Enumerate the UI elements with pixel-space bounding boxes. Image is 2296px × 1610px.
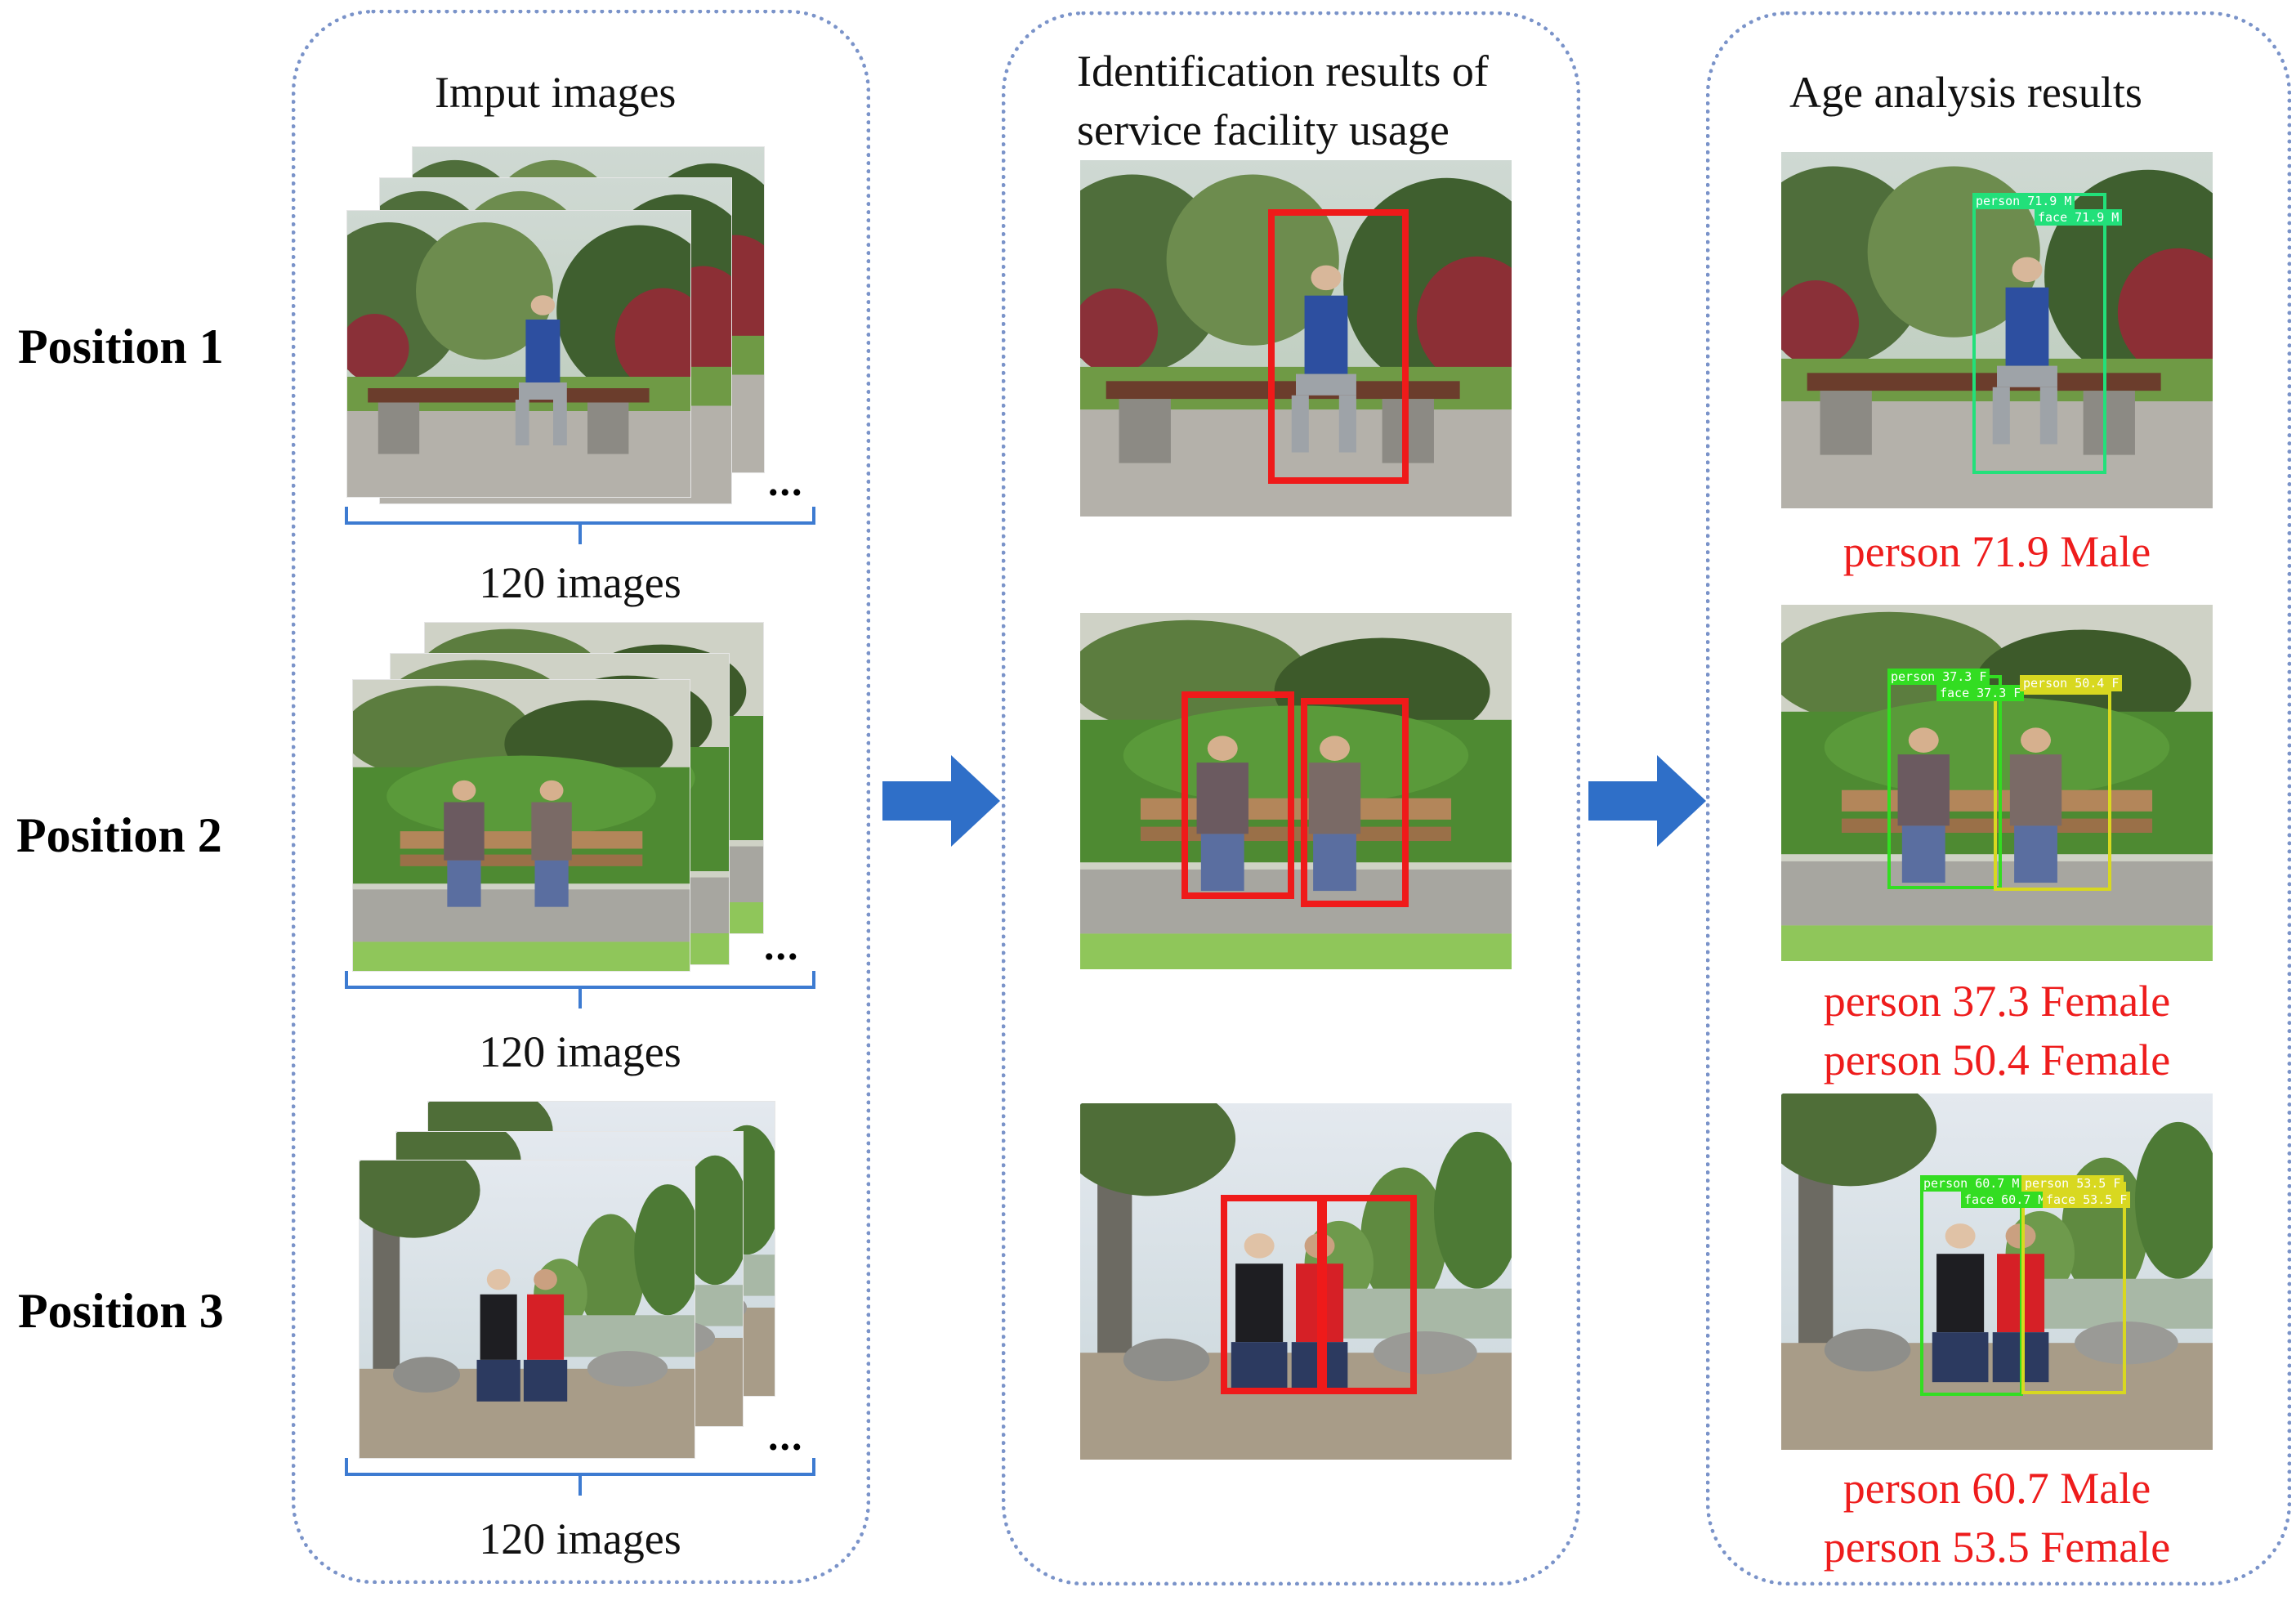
identification-panel-title-line2: service facility usage [1077,105,1450,154]
age-tag: person 71.9 M [1972,193,2075,209]
detection-box [1301,698,1409,907]
brace [345,507,815,544]
flow-arrow-2 [1588,755,1706,847]
stacked-image-top [347,211,727,497]
ellipsis: ... [768,1413,804,1459]
age-tag: person 60.7 M [1920,1175,2023,1192]
ellipsis: ... [764,923,800,968]
age-panel [1706,11,2291,1585]
ellipsis: ... [768,458,804,504]
age-result-3-1: person 60.7 Male [1843,1464,2151,1513]
age-tag: face 71.9 M [2035,209,2123,226]
row-label-position-1: Position 1 [18,320,224,373]
age-tag: face 53.5 F [2043,1192,2131,1208]
person-box [1887,675,2002,889]
identification-panel [1002,11,1580,1585]
age-tag: person 53.5 F [2021,1175,2124,1192]
person-box [1972,193,2106,474]
person-box [1994,691,2111,891]
identification-image-2 [1080,613,1512,969]
person-box [2021,1182,2126,1394]
input-panel [292,10,870,1584]
detection-box [1320,1195,1417,1394]
age-tag: person 37.3 F [1887,669,1990,685]
image-count-caption-3: 120 images [479,1514,681,1563]
row-label-position-2: Position 2 [16,808,222,862]
age-panel-title: Age analysis results [1789,68,2142,117]
stacked-image-front-2 [353,680,690,971]
brace [345,1458,815,1496]
input-panel-title: Imput images [435,68,677,117]
detection-box [1221,1195,1324,1394]
brace [345,971,815,1008]
age-result-1-1: person 71.9 Male [1843,527,2151,576]
age-tag: face 37.3 F [1936,685,2025,701]
age-result-2-1: person 37.3 Female [1823,977,2171,1026]
flow-arrow-1 [882,755,1000,847]
age-tag: face 60.7 M [1961,1192,2049,1208]
image-count-caption-2: 120 images [479,1027,681,1076]
age-tag: person 50.4 F [2020,675,2123,691]
stacked-image-front-1 [347,211,690,497]
row-label-position-3: Position 3 [18,1284,224,1338]
age-result-2-2: person 50.4 Female [1823,1035,2171,1085]
person-box [1920,1182,2023,1396]
identification-panel-title-line1: Identification results of [1077,47,1489,96]
stacked-image-front-3 [360,1161,695,1458]
detection-box [1182,691,1294,899]
age-result-3-2: person 53.5 Female [1823,1523,2171,1572]
image-count-caption-1: 120 images [479,558,681,607]
detection-box [1268,209,1409,484]
